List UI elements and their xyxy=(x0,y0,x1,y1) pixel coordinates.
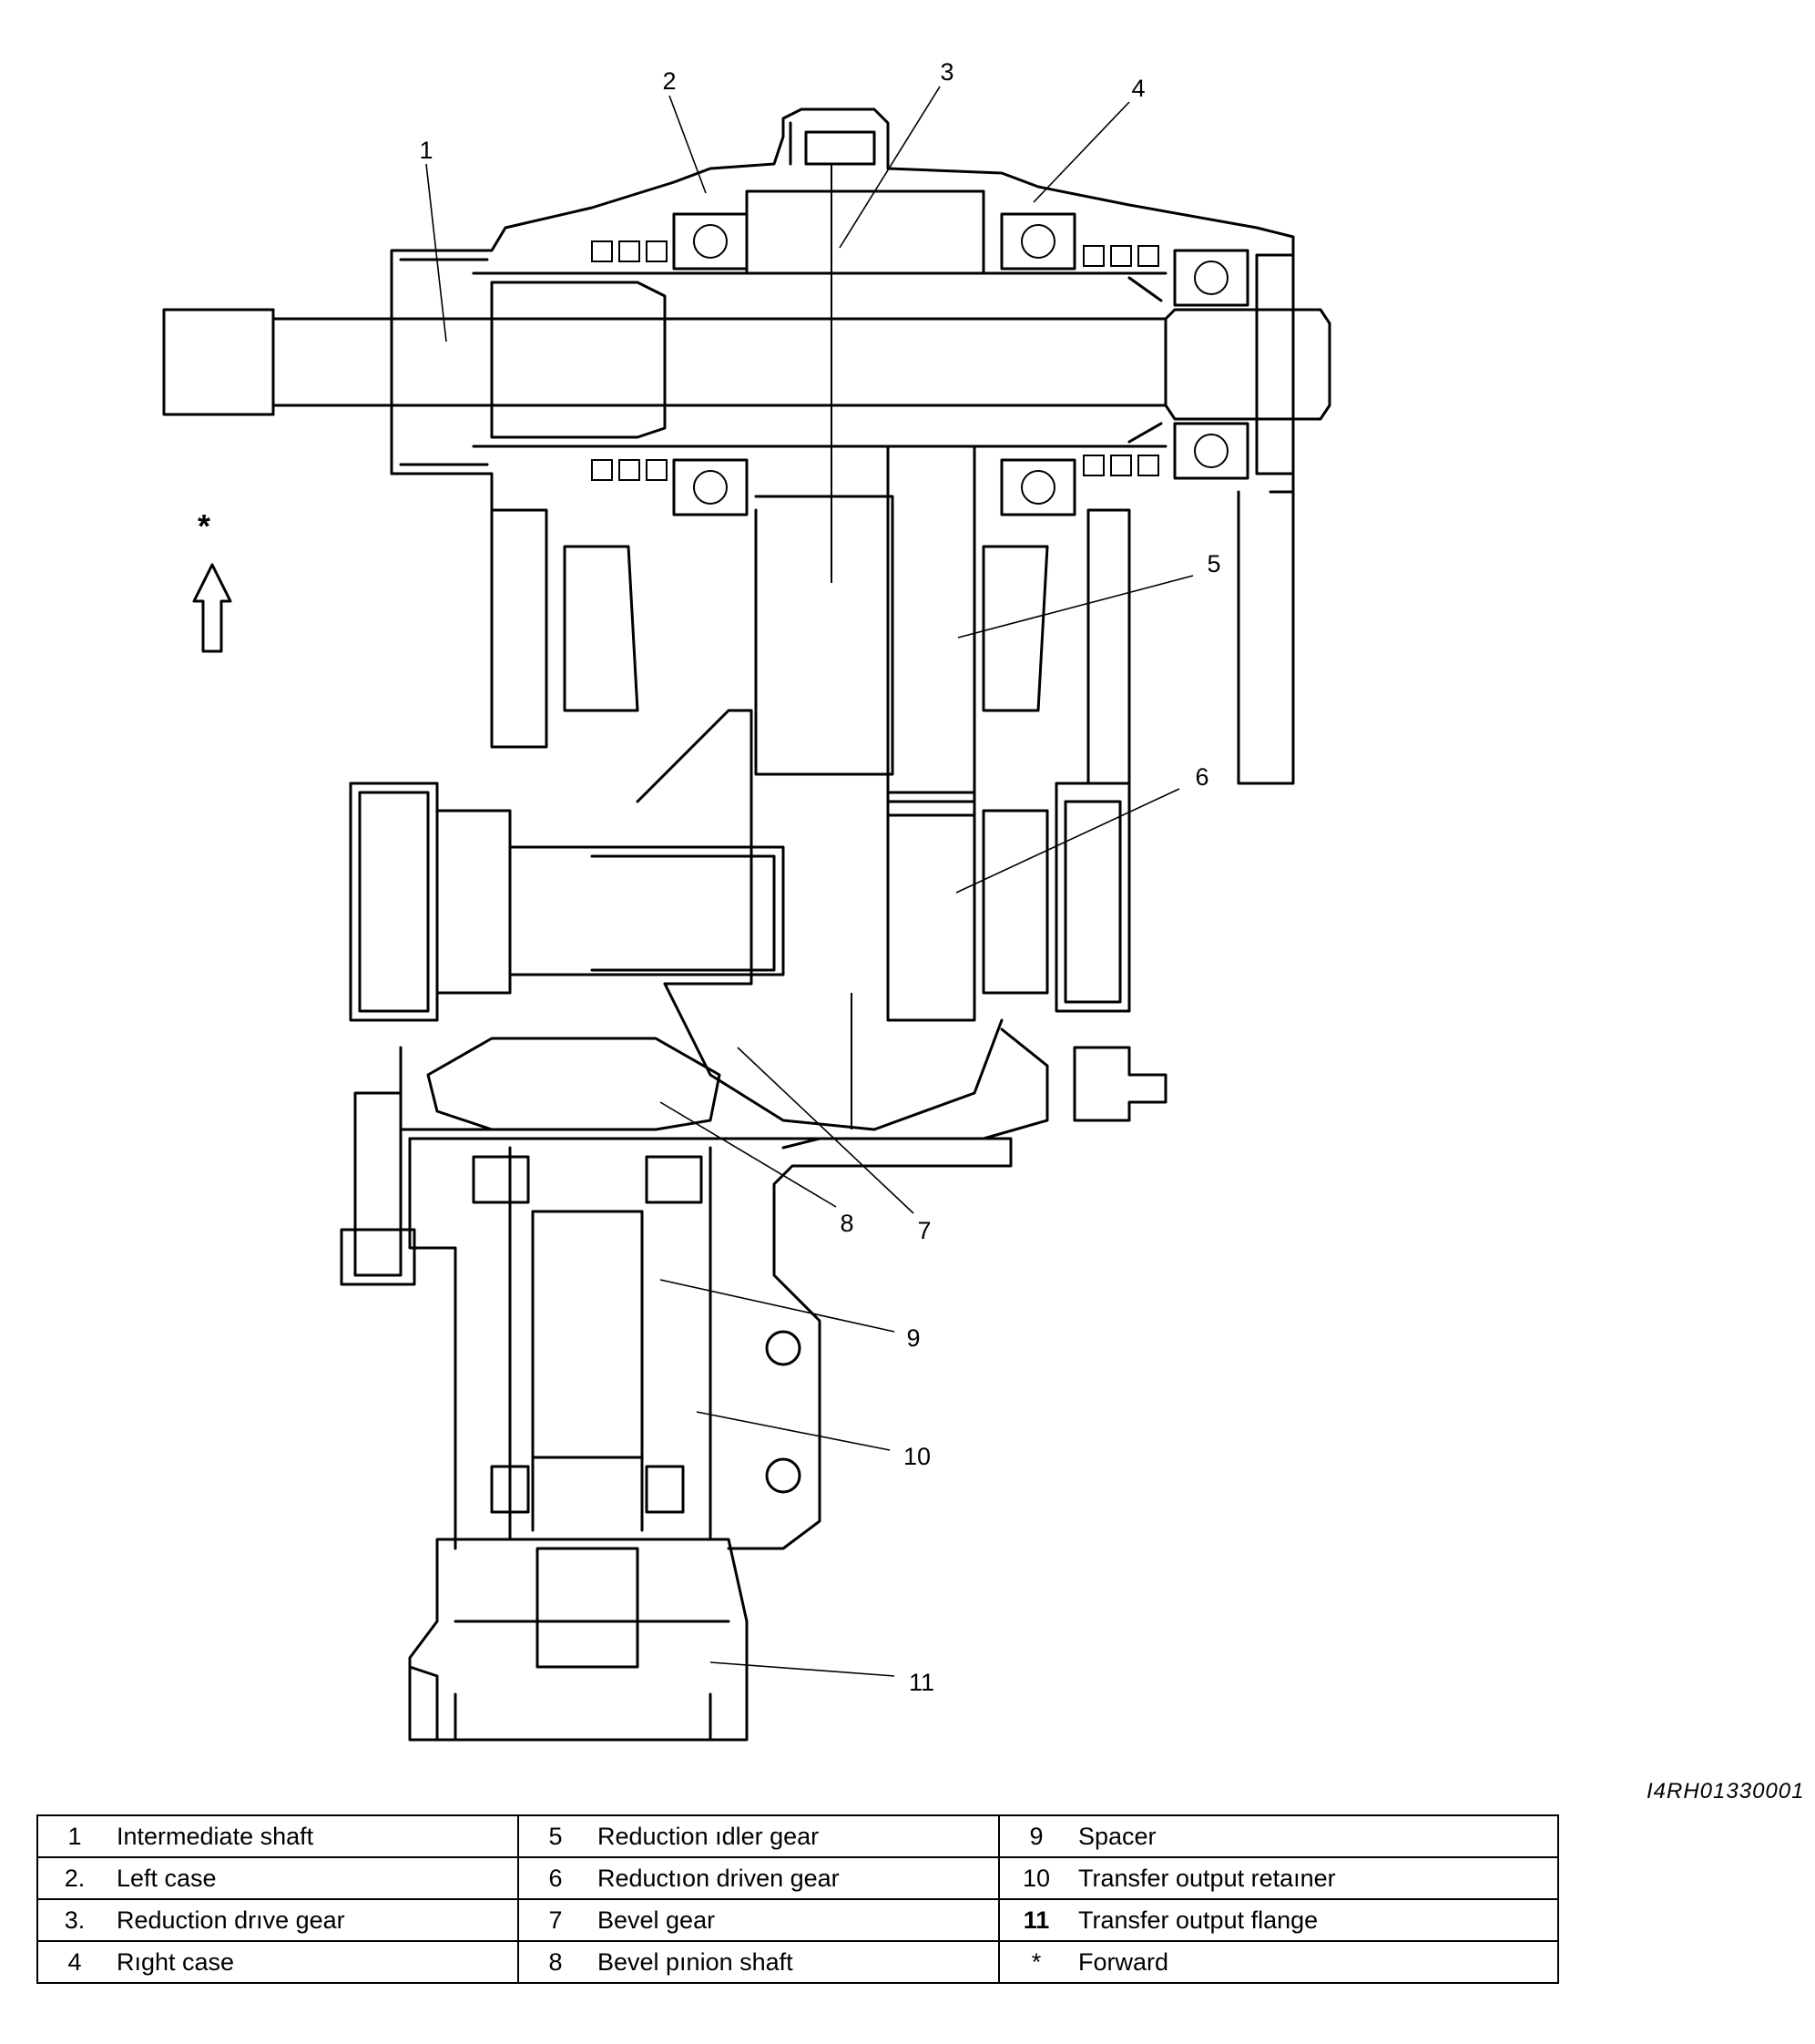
callout-1: 1 xyxy=(419,137,433,164)
transfer-cross-section-diagram: * 1 2 3 4 5 6 7 8 9 10 11 xyxy=(162,58,1331,1742)
callouts: 1 2 3 4 5 6 7 8 9 10 11 xyxy=(419,58,1220,1696)
legend-cell: 3. Reduction drıve gear xyxy=(36,1898,519,1942)
legend-label: Rıght case xyxy=(117,1947,235,1976)
legend-label: Spacer xyxy=(1078,1822,1157,1850)
callout-11: 11 xyxy=(909,1669,934,1696)
legend-number: 2. xyxy=(64,1864,86,1892)
legend-number: 1 xyxy=(67,1822,82,1850)
legend-label: Intermediate shaft xyxy=(117,1822,314,1850)
legend-number: 9 xyxy=(1029,1822,1044,1850)
legend-number: 11 xyxy=(1023,1906,1050,1934)
legend-label: Forward xyxy=(1078,1947,1169,1976)
callout-7: 7 xyxy=(917,1217,931,1244)
parts-legend-table: 1 Intermediate shaft 5 Reduction ıdler gea… xyxy=(36,1814,1559,1984)
legend-label: Bevel pınion shaft xyxy=(597,1947,793,1976)
legend-label: Reduction drıve gear xyxy=(117,1906,345,1934)
side-bolt xyxy=(1073,1046,1168,1122)
callout-3: 3 xyxy=(940,58,953,86)
legend-row: 2. Left case 6 Reductıon driven gear 10 Tra… xyxy=(36,1856,1559,1900)
forward-marker: * xyxy=(198,507,210,545)
legend-row: 1 Intermediate shaft 5 Reduction ıdler gea… xyxy=(36,1814,1559,1858)
legend-cell: 10 Transfer output retaıner xyxy=(998,1856,1559,1900)
legend-label: Reductıon driven gear xyxy=(597,1864,840,1892)
legend-number: 4 xyxy=(67,1947,82,1976)
legend-number: 10 xyxy=(1022,1864,1051,1892)
legend-number: 5 xyxy=(548,1822,563,1850)
legend-label: Reduction ıdler gear xyxy=(597,1822,820,1850)
reduction-drive-gear xyxy=(745,189,985,776)
intermediate-shaft xyxy=(162,271,1331,448)
legend-label: Left case xyxy=(117,1864,217,1892)
legend-cell: 5 Reduction ıdler gear xyxy=(517,1814,1000,1858)
legend-number: 6 xyxy=(548,1864,563,1892)
figure-code: I4RH01330001 xyxy=(1647,1779,1805,1804)
housing-upper xyxy=(390,107,1295,583)
bevel-gear xyxy=(508,709,1004,1131)
housing-middle xyxy=(349,490,1295,1022)
callout-2: 2 xyxy=(662,67,676,95)
callout-6: 6 xyxy=(1195,763,1208,791)
legend-number: 8 xyxy=(548,1947,563,1976)
legend-cell: 11 Transfer output flange xyxy=(998,1898,1559,1942)
leader-lines xyxy=(425,86,1194,1677)
legend-label: Bevel gear xyxy=(597,1906,716,1934)
legend-number: 3. xyxy=(64,1906,86,1934)
callout-9: 9 xyxy=(906,1324,920,1352)
callout-10: 10 xyxy=(903,1443,931,1470)
legend-label: Transfer output retaıner xyxy=(1078,1864,1336,1892)
legend-number: * xyxy=(1031,1947,1042,1976)
legend-cell: 8 Bevel pınion shaft xyxy=(517,1940,1000,1984)
legend-number: 7 xyxy=(548,1906,563,1934)
legend-cell: 1 Intermediate shaft xyxy=(36,1814,519,1858)
reduction-idler-gear xyxy=(886,445,976,1022)
legend-cell: 6 Reductıon driven gear xyxy=(517,1856,1000,1900)
housing-lower xyxy=(340,1091,1013,1742)
legend-cell: * Forward xyxy=(998,1940,1559,1984)
legend-cell: 4 Rıght case xyxy=(36,1940,519,1984)
upper-bearings xyxy=(591,212,1295,516)
legend-cell: 7 Bevel gear xyxy=(517,1898,1000,1942)
legend-cell: 9 Spacer xyxy=(998,1814,1559,1858)
bevel-pinion xyxy=(399,1027,1049,1150)
legend-cell: 2. Left case xyxy=(36,1856,519,1900)
callout-5: 5 xyxy=(1207,550,1220,577)
callout-8: 8 xyxy=(840,1210,853,1237)
legend-row: 3. Reduction drıve gear 7 Bevel gear 11 Tra… xyxy=(36,1898,1559,1942)
callout-4: 4 xyxy=(1131,75,1145,102)
forward-arrow-icon: * xyxy=(192,507,232,653)
legend-row: 4 Rıght case 8 Bevel pınion shaft * Forward xyxy=(36,1940,1559,1984)
legend-label: Transfer output flange xyxy=(1078,1906,1319,1934)
